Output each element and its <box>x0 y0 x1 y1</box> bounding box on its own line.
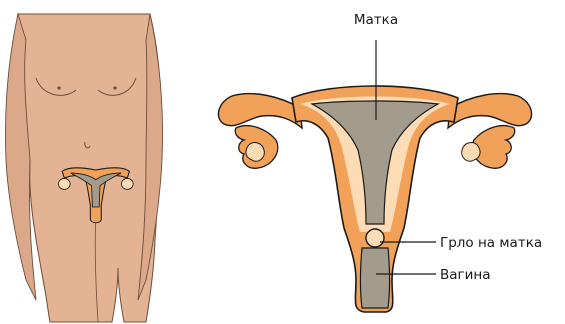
vaginal-canal <box>361 248 390 308</box>
right-ovary <box>462 143 480 162</box>
right-nipple <box>113 86 116 89</box>
left-nipple <box>57 86 60 89</box>
left-fallopian-tube <box>218 94 302 128</box>
uterus-label: Матка <box>354 12 398 28</box>
cervix-label: Грло на матка <box>440 235 542 251</box>
female-torso-figure <box>6 14 163 322</box>
left-ovary <box>246 143 264 162</box>
vagina-label: Вагина <box>440 267 491 283</box>
right-fallopian-tube <box>448 94 532 128</box>
cervix-ring <box>366 229 384 247</box>
